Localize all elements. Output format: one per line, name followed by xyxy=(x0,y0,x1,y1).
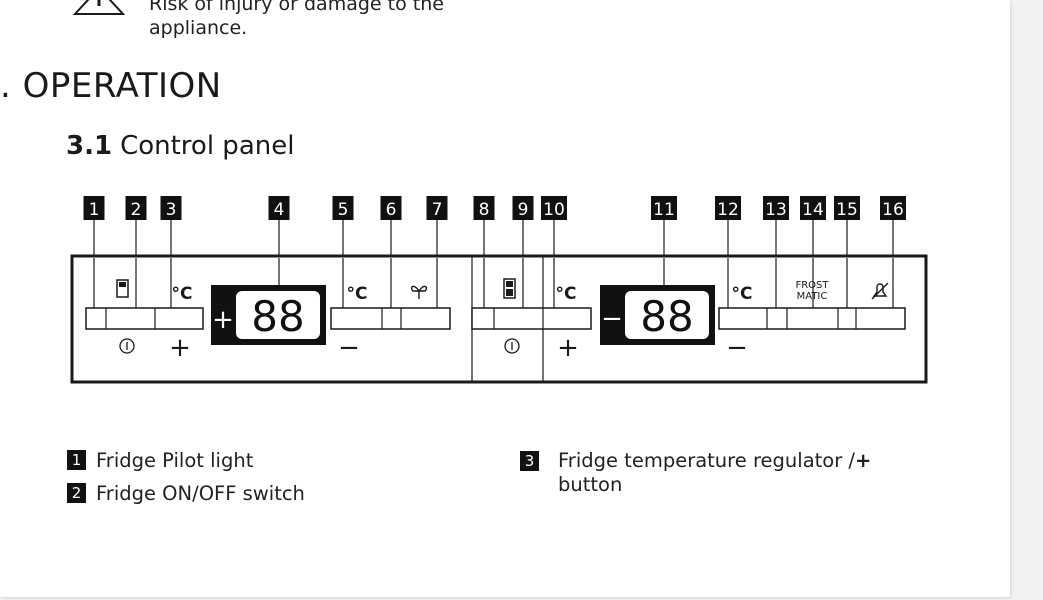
freezer-celsius-label: °C xyxy=(556,284,577,304)
callout-box-11 xyxy=(651,196,677,220)
callout-box-16 xyxy=(880,196,906,220)
freezer-display-minus: − xyxy=(601,304,623,334)
callout-box-5 xyxy=(332,196,354,220)
frostmatic-label-1: FROST xyxy=(795,280,829,291)
callout-number-6: 6 xyxy=(386,200,397,220)
fridge-display: 88 + xyxy=(211,285,326,345)
manual-page: Risk of injury or damage to the applianc… xyxy=(0,0,1010,597)
callout-number-12: 12 xyxy=(717,200,739,220)
callout-number-2: 2 xyxy=(131,200,142,220)
callout-number-13: 13 xyxy=(765,200,787,220)
freezer-minus-label: − xyxy=(726,333,748,363)
callout-box-6 xyxy=(380,196,402,220)
fridge-plus-label: + xyxy=(169,333,191,363)
fridge-icon xyxy=(116,279,129,298)
callout-number-8: 8 xyxy=(479,200,490,220)
freezer-button-strip-2 xyxy=(718,307,906,330)
frostmatic-label-2: MATIC xyxy=(797,291,828,302)
legend-item-1: 1 Fridge Pilot light xyxy=(67,449,253,473)
legend-number: 3 xyxy=(520,451,539,471)
callout-box-2 xyxy=(125,196,147,220)
callout-box-14 xyxy=(800,196,826,220)
callout-number-4: 4 xyxy=(274,200,285,220)
callout-box-1 xyxy=(83,196,105,220)
legend-number: 2 xyxy=(67,483,86,503)
callout-box-4 xyxy=(268,196,290,220)
subsection-number: 3.1 xyxy=(66,131,113,161)
legend-text: Fridge ON/OFF switch xyxy=(96,482,305,505)
freezer-button-strip xyxy=(471,307,592,330)
fridge-display-digits: 88 xyxy=(251,292,304,341)
legend-text: Fridge Pilot light xyxy=(96,449,254,472)
callout-number-7: 7 xyxy=(432,200,443,220)
subsection-label: Control panel xyxy=(120,131,295,161)
callout-number-3: 3 xyxy=(166,200,177,220)
alarm-off-icon xyxy=(871,282,889,300)
callout-box-13 xyxy=(763,196,789,220)
fridge-celsius-label-2: °C xyxy=(347,284,368,304)
legend-number: 1 xyxy=(67,450,86,470)
legend-item-2: 2 Fridge ON/OFF switch xyxy=(67,482,305,506)
fridge-freezer-icon xyxy=(503,278,516,299)
fridge-button-strip xyxy=(85,307,204,330)
freezer-power-icon xyxy=(504,338,520,354)
callout-box-15 xyxy=(834,196,860,220)
legend-text-part: Fridge temperature regulator / xyxy=(558,449,856,472)
control-panel-diagram: 88 + 88 − °C °C °C °C FROST MATIC xyxy=(70,196,928,384)
callout-box-8 xyxy=(473,196,495,220)
callout-box-7 xyxy=(426,196,448,220)
callout-number-5: 5 xyxy=(338,200,349,220)
callout-box-3 xyxy=(160,196,182,220)
legend-item-3: 3 Fridge temperature regulator /+ button xyxy=(520,449,920,501)
freezer-plus-label: + xyxy=(557,333,579,363)
warning-text: Risk of injury or damage to the applianc… xyxy=(149,0,444,39)
callout-number-16: 16 xyxy=(882,200,904,220)
callout-number-10: 10 xyxy=(543,200,565,220)
freezer-display-digits: 88 xyxy=(640,292,693,341)
fridge-display-plus: + xyxy=(212,305,234,335)
callout-box-12 xyxy=(715,196,741,220)
callout-number-9: 9 xyxy=(518,200,529,220)
callout-box-9 xyxy=(512,196,534,220)
legend-text-part-2: button xyxy=(558,473,623,496)
freezer-display: 88 − xyxy=(600,285,715,345)
power-icon xyxy=(119,338,135,354)
legend-text-strong: + xyxy=(855,449,872,472)
callout-number-1: 1 xyxy=(89,200,100,220)
section-title: . OPERATION xyxy=(0,66,222,106)
freezer-celsius-label-2: °C xyxy=(732,284,753,304)
callout-number-14: 14 xyxy=(802,200,824,220)
warning-triangle-icon xyxy=(72,0,126,15)
callout-number-15: 15 xyxy=(836,200,858,220)
fridge-minus-label: − xyxy=(338,333,360,363)
fan-icon xyxy=(410,285,428,299)
callout-box-10 xyxy=(541,196,567,220)
fridge-celsius-label: °C xyxy=(172,284,193,304)
legend-text: Fridge temperature regulator /+ button xyxy=(558,449,918,497)
fridge-button-strip-2 xyxy=(330,307,451,330)
callout-number-11: 11 xyxy=(653,200,675,220)
